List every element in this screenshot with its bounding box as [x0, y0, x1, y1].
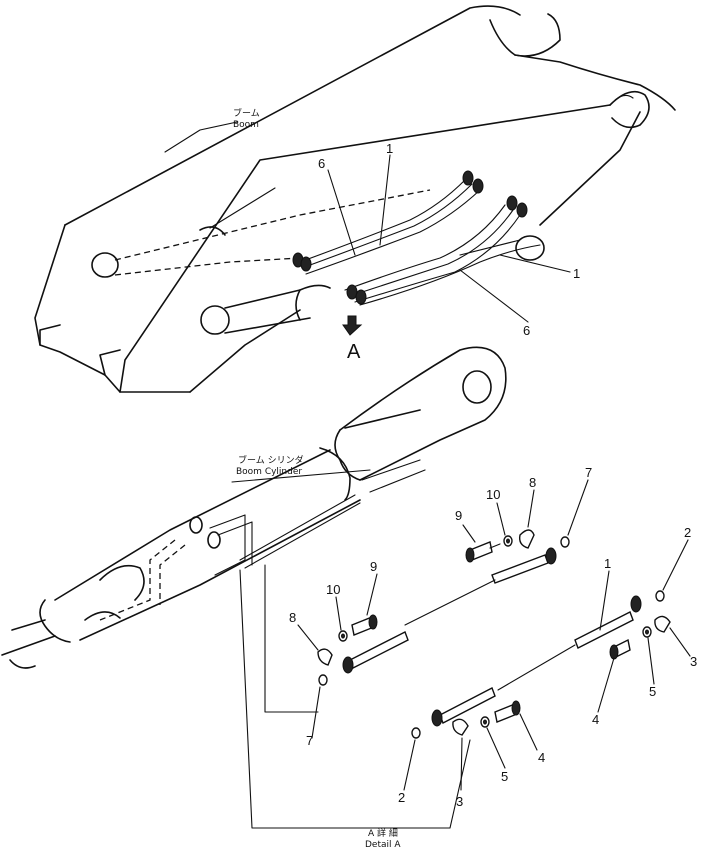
callout: 3	[456, 794, 463, 809]
detail-label-en: Detail A	[365, 840, 401, 849]
callout: 8	[529, 475, 536, 490]
callout: 7	[585, 465, 592, 480]
boom-cylinder	[1, 346, 507, 829]
callout: 1	[604, 556, 611, 571]
callout: 6	[318, 156, 325, 171]
view-marker-a: A	[347, 341, 361, 363]
callout: 10	[326, 582, 340, 597]
callout: 8	[289, 610, 296, 625]
callout: 6	[523, 323, 530, 338]
callout: 1	[386, 141, 393, 156]
boom-label-en: Boom	[233, 120, 259, 130]
callout: 4	[538, 750, 545, 765]
callout: 2	[398, 790, 405, 805]
callout: 7	[306, 733, 313, 748]
callout: 5	[649, 684, 656, 699]
callout: 2	[684, 525, 691, 540]
callout: 4	[592, 712, 599, 727]
boom-label-jp: ブーム	[233, 107, 260, 119]
callout: 5	[501, 769, 508, 784]
boom-body	[34, 5, 676, 393]
boom-leaders	[164, 121, 571, 323]
boom-hoses	[292, 170, 541, 336]
view-arrow-icon	[342, 315, 363, 336]
cylinder-label-en: Boom Cylinder	[236, 467, 302, 477]
cylinder-label-jp: ブーム シリンダ	[238, 454, 304, 466]
callout: 9	[455, 508, 462, 523]
detail-parts	[317, 529, 671, 739]
callout: 9	[370, 559, 377, 574]
detail-label-jp: A 詳 細	[368, 827, 398, 839]
caption-cylinder: ブーム シリンダ Boom Cylinder	[236, 454, 304, 477]
detail-leaders	[297, 479, 691, 791]
caption-boom: ブーム Boom	[233, 107, 260, 130]
caption-detail: A 詳 細 Detail A	[365, 827, 401, 849]
callout: 1	[573, 266, 580, 281]
callout: 10	[486, 487, 500, 502]
callout-numbers: 1 6 1 6 9 10 8 7 9 10 8 7 1 2 3 4 5 2 3 …	[289, 141, 697, 809]
callout: 3	[690, 654, 697, 669]
